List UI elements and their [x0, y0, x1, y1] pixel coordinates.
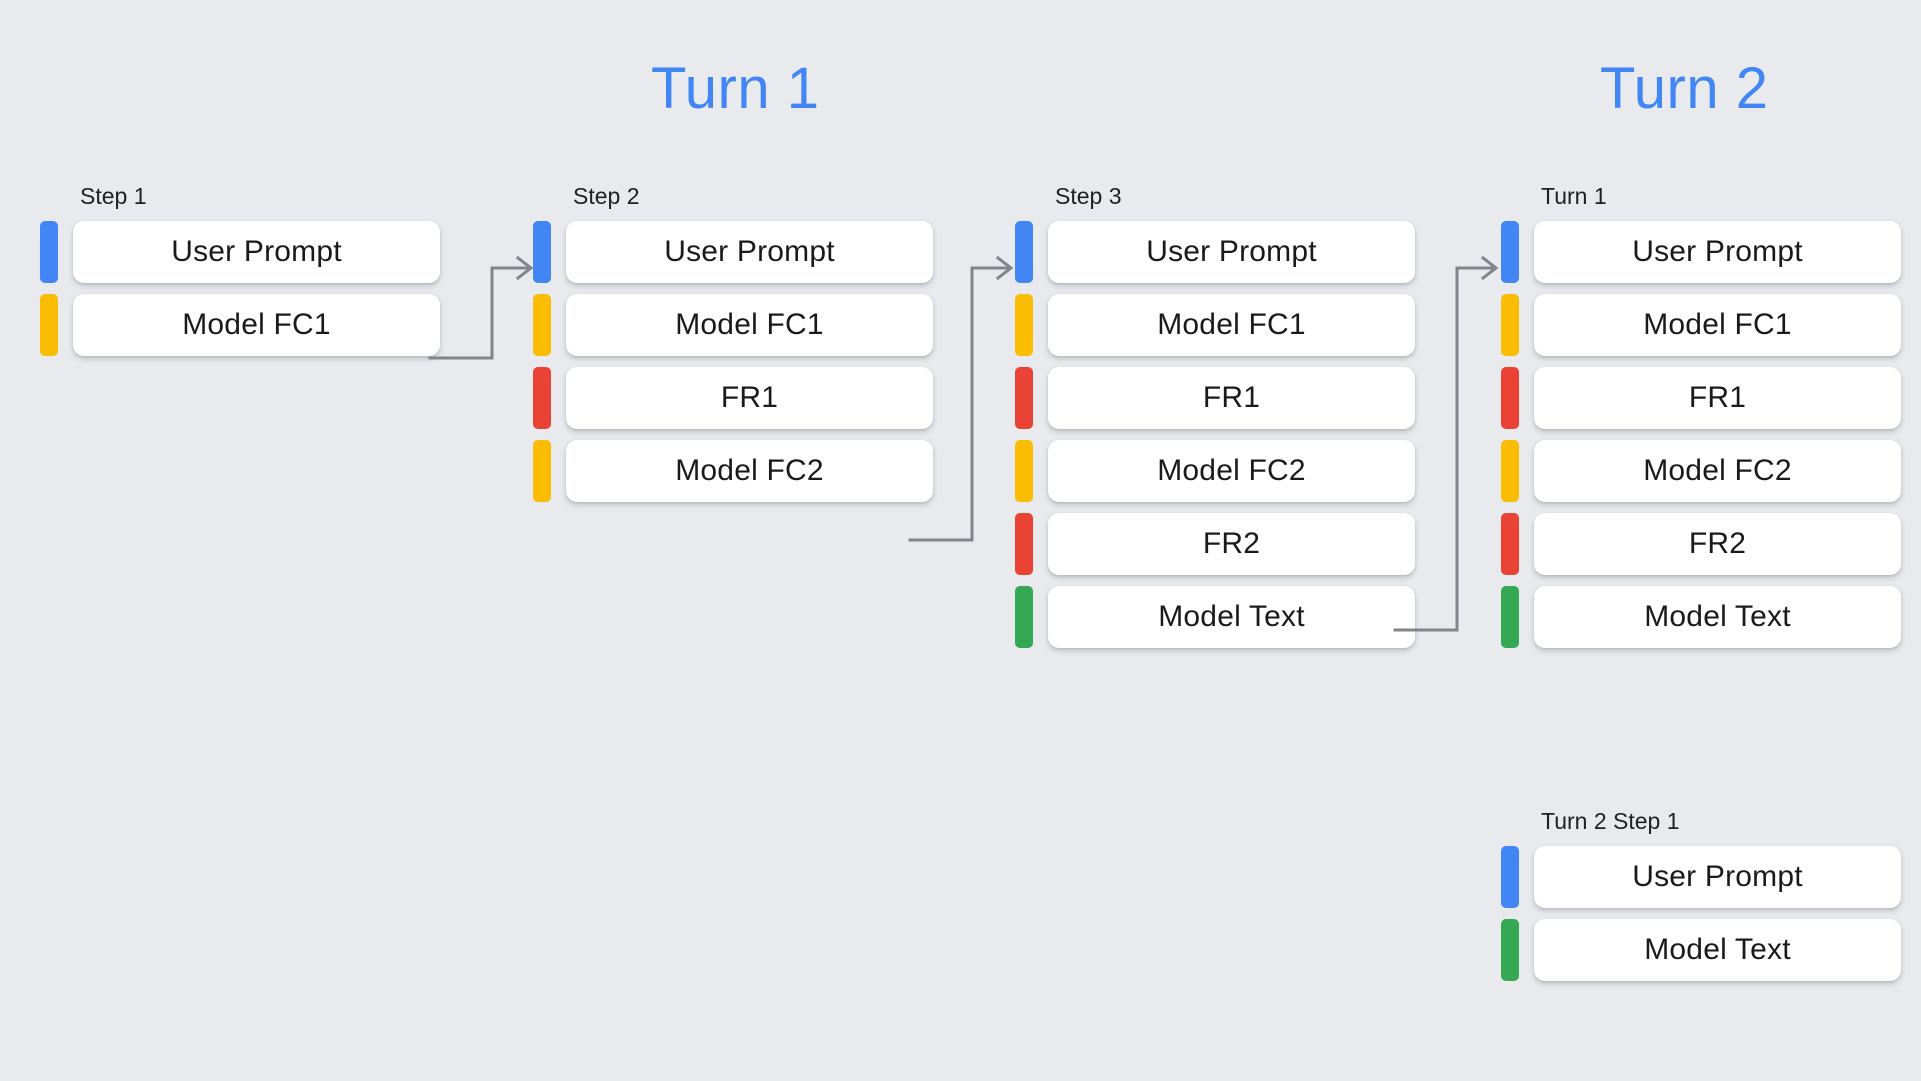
card-model-text[interactable]: Model Text: [1534, 919, 1901, 981]
list-item[interactable]: Model Text: [1501, 586, 1901, 648]
column-step-2: Step 2 User Prompt Model FC1 FR1 Model F…: [533, 185, 933, 502]
list-item[interactable]: Model Text: [1501, 919, 1901, 981]
card-model-fc2[interactable]: Model FC2: [1534, 440, 1901, 502]
column-step-1: Step 1 User Prompt Model FC1: [40, 185, 440, 356]
status-bar-blue: [533, 221, 551, 283]
list-item[interactable]: User Prompt: [533, 221, 933, 283]
column-step-3: Step 3 User Prompt Model FC1 FR1 Model F…: [1015, 185, 1415, 648]
status-bar-red: [1015, 513, 1033, 575]
list-item[interactable]: Model FC2: [533, 440, 933, 502]
status-bar-green: [1501, 586, 1519, 648]
status-bar-blue: [1501, 221, 1519, 283]
list-item[interactable]: FR1: [1015, 367, 1415, 429]
card-user-prompt[interactable]: User Prompt: [1534, 846, 1901, 908]
turn-2-heading: Turn 2: [1600, 56, 1769, 121]
card-user-prompt[interactable]: User Prompt: [73, 221, 440, 283]
status-bar-blue: [1015, 221, 1033, 283]
card-user-prompt[interactable]: User Prompt: [1048, 221, 1415, 283]
card-model-fc1[interactable]: Model FC1: [1048, 294, 1415, 356]
column-label-step-2: Step 2: [573, 183, 640, 209]
connector-step1-to-step2: [428, 255, 534, 360]
column-label-turn-1: Turn 1: [1541, 183, 1607, 209]
column-label-step-3: Step 3: [1055, 183, 1122, 209]
card-fr1[interactable]: FR1: [1048, 367, 1415, 429]
card-model-text[interactable]: Model Text: [1534, 586, 1901, 648]
list-item[interactable]: User Prompt: [1501, 221, 1901, 283]
turn-1-heading: Turn 1: [651, 56, 820, 121]
card-fr2[interactable]: FR2: [1534, 513, 1901, 575]
status-bar-red: [1501, 513, 1519, 575]
column-label-step-1: Step 1: [80, 183, 147, 209]
list-item[interactable]: Model FC1: [533, 294, 933, 356]
column-turn-1: Turn 1 User Prompt Model FC1 FR1 Model F…: [1501, 185, 1901, 648]
card-user-prompt[interactable]: User Prompt: [566, 221, 933, 283]
list-item[interactable]: Model FC1: [1015, 294, 1415, 356]
status-bar-red: [1501, 367, 1519, 429]
list-item[interactable]: FR2: [1015, 513, 1415, 575]
status-bar-blue: [40, 221, 58, 283]
card-model-fc2[interactable]: Model FC2: [1048, 440, 1415, 502]
card-fr1[interactable]: FR1: [1534, 367, 1901, 429]
list-item[interactable]: Model FC2: [1501, 440, 1901, 502]
status-bar-yellow: [1015, 440, 1033, 502]
status-bar-yellow: [1015, 294, 1033, 356]
list-item[interactable]: FR1: [1501, 367, 1901, 429]
card-model-fc1[interactable]: Model FC1: [1534, 294, 1901, 356]
status-bar-green: [1501, 919, 1519, 981]
list-item[interactable]: User Prompt: [1501, 846, 1901, 908]
column-label-turn-2-step-1: Turn 2 Step 1: [1541, 808, 1680, 834]
card-user-prompt[interactable]: User Prompt: [1534, 221, 1901, 283]
card-model-text[interactable]: Model Text: [1048, 586, 1415, 648]
column-turn-2-step-1: Turn 2 Step 1 User Prompt Model Text: [1501, 810, 1901, 981]
card-fr1[interactable]: FR1: [566, 367, 933, 429]
status-bar-red: [1015, 367, 1033, 429]
card-model-fc2[interactable]: Model FC2: [566, 440, 933, 502]
status-bar-blue: [1501, 846, 1519, 908]
status-bar-red: [533, 367, 551, 429]
card-model-fc1[interactable]: Model FC1: [73, 294, 440, 356]
list-item[interactable]: Model FC2: [1015, 440, 1415, 502]
status-bar-yellow: [1501, 294, 1519, 356]
status-bar-yellow: [533, 294, 551, 356]
list-item[interactable]: FR1: [533, 367, 933, 429]
list-item[interactable]: User Prompt: [40, 221, 440, 283]
status-bar-green: [1015, 586, 1033, 648]
list-item[interactable]: Model FC1: [40, 294, 440, 356]
status-bar-yellow: [533, 440, 551, 502]
list-item[interactable]: FR2: [1501, 513, 1901, 575]
list-item[interactable]: Model Text: [1015, 586, 1415, 648]
card-model-fc1[interactable]: Model FC1: [566, 294, 933, 356]
status-bar-yellow: [1501, 440, 1519, 502]
list-item[interactable]: Model FC1: [1501, 294, 1901, 356]
list-item[interactable]: User Prompt: [1015, 221, 1415, 283]
status-bar-yellow: [40, 294, 58, 356]
card-fr2[interactable]: FR2: [1048, 513, 1415, 575]
